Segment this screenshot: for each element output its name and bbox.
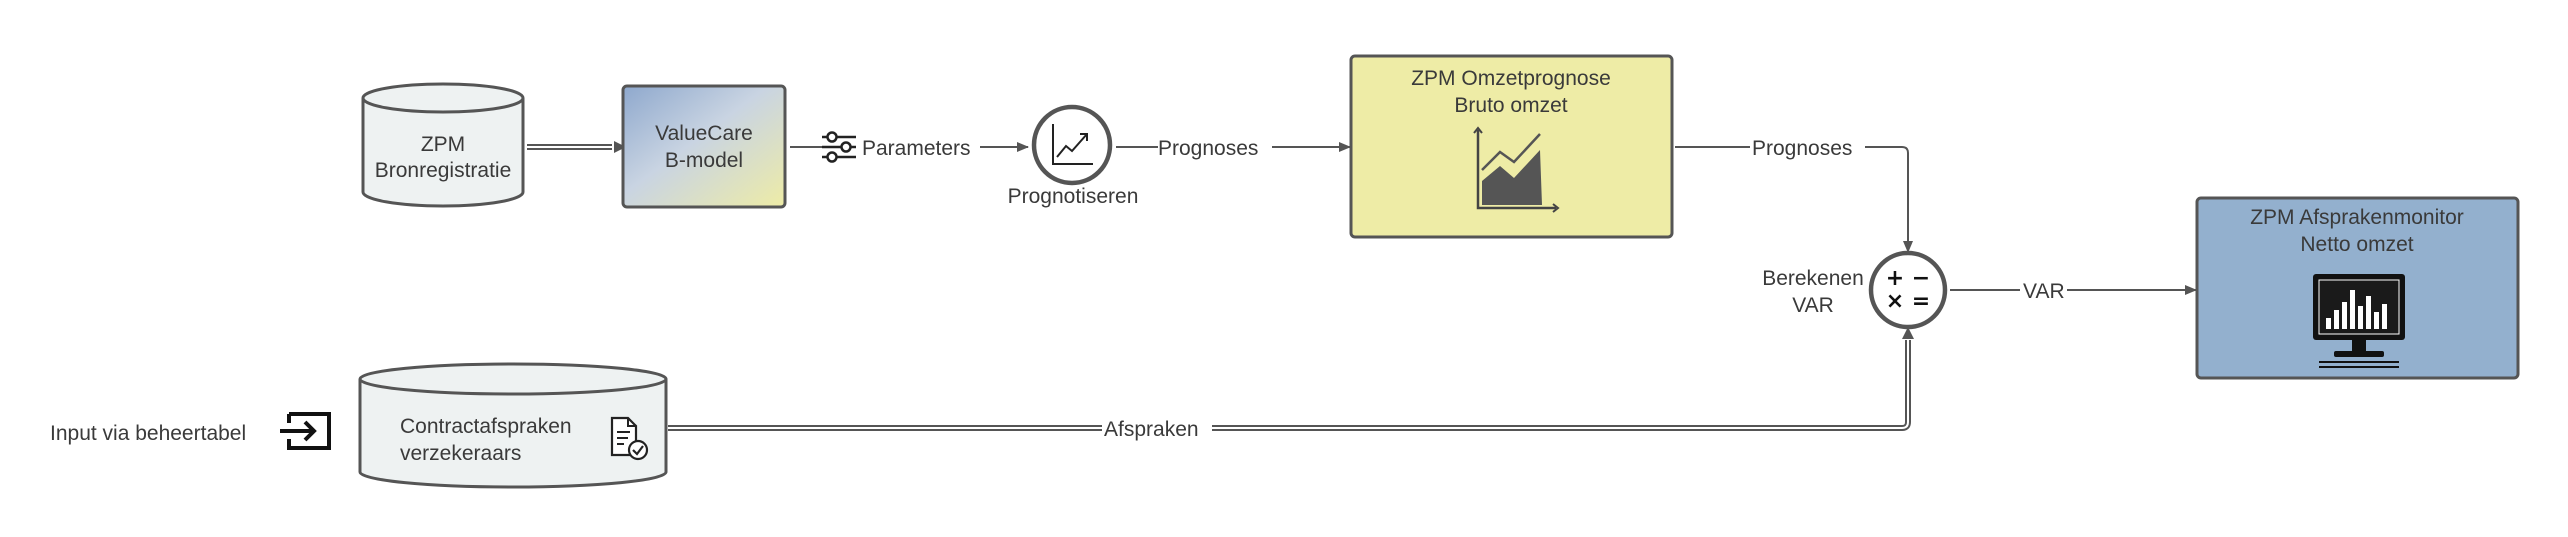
calc-plus: + (1886, 266, 1904, 291)
afsprakenmonitor-title: ZPM Afsprakenmonitor (2250, 206, 2464, 229)
contract-label-line1: Contractafspraken (400, 415, 572, 438)
sliders-icon (822, 131, 856, 163)
edge-afspraken (668, 327, 1914, 431)
node-contractafspraken[interactable]: Contractafspraken verzekeraars (358, 362, 668, 489)
node-zpm-afsprakenmonitor[interactable]: ZPM Afsprakenmonitor Netto omzet (2195, 196, 2520, 380)
calculator-icon: + − × = (1886, 266, 1930, 314)
bron-label-line1: ZPM (421, 133, 465, 156)
node-zpm-bronregistratie[interactable]: ZPM Bronregistratie (361, 82, 525, 208)
omzetprognose-title: ZPM Omzetprognose (1411, 67, 1611, 90)
input-label: Input via beheertabel (50, 422, 246, 445)
contract-label-line2: verzekeraars (400, 442, 521, 465)
berekenen-label-line1: Berekenen (1762, 267, 1864, 290)
area-chart-icon (1473, 126, 1560, 213)
monitor-bar-chart-icon (2313, 274, 2405, 368)
valuecare-label-line2: B-model (665, 149, 743, 172)
input-beheertabel[interactable]: Input via beheertabel (50, 412, 331, 450)
calc-times: × (1886, 289, 1904, 314)
edge-label-prognoses-1: Prognoses (1158, 137, 1258, 160)
node-valuecare-b-model[interactable]: ValueCare B-model (621, 84, 787, 209)
edge-label-parameters: Parameters (862, 137, 971, 160)
edge-label-var: VAR (2023, 280, 2065, 303)
node-prognotiseren[interactable]: Prognotiseren (1008, 104, 1139, 208)
afsprakenmonitor-subtitle: Netto omzet (2300, 233, 2413, 256)
input-arrow-icon (280, 412, 331, 450)
edge-prognoses-2 (1675, 146, 1913, 253)
node-zpm-omzetprognose[interactable]: ZPM Omzetprognose Bruto omzet (1349, 54, 1674, 239)
document-check-icon (610, 416, 649, 461)
berekenen-label-line2: VAR (1792, 294, 1834, 317)
bron-label-line2: Bronregistratie (375, 159, 512, 182)
calc-equals: = (1912, 289, 1930, 314)
omzetprognose-subtitle: Bruto omzet (1454, 94, 1567, 117)
valuecare-label-line1: ValueCare (655, 122, 753, 145)
edge-bron-to-valuecare (527, 141, 626, 153)
prognotiseren-label: Prognotiseren (1008, 185, 1139, 208)
edge-label-prognoses-2: Prognoses (1752, 137, 1852, 160)
node-berekenen-var[interactable]: + − × = Berekenen VAR (1762, 250, 1948, 330)
edge-label-afspraken: Afspraken (1104, 418, 1199, 441)
calc-minus: − (1912, 266, 1930, 291)
trend-chart-icon (1052, 124, 1093, 165)
